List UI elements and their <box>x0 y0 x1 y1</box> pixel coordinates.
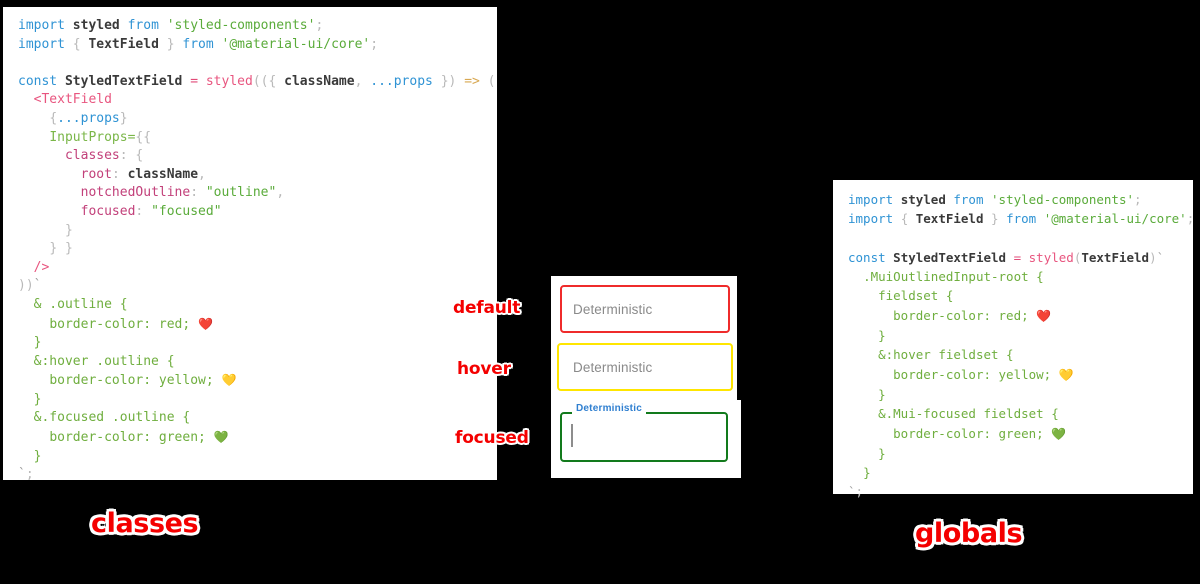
code-line: InputProps={{ <box>49 129 152 145</box>
code-line: } <box>878 445 886 461</box>
code-line: focused: "focused" <box>80 203 222 219</box>
globals-code-panel: import styled from 'styled-components'; i… <box>833 180 1194 499</box>
code-line: import styled from 'styled-components'; <box>848 192 1142 207</box>
textfield-default[interactable] <box>560 285 730 333</box>
code-line: } } <box>49 241 73 257</box>
code-line: const StyledTextField = styled(TextField… <box>848 249 1165 265</box>
code-line: fieldset { <box>878 288 954 304</box>
code-line: &.Mui-focused fieldset { <box>878 406 1059 422</box>
annotation-focused: focused <box>455 428 529 448</box>
textfield-focused-legend: Deterministic <box>572 404 646 414</box>
code-line: } <box>64 222 73 238</box>
globals-code-block: import styled from 'styled-components'; i… <box>848 190 1194 502</box>
code-line: /> <box>33 259 50 275</box>
classes-code-block: import styled from 'styled-components'; i… <box>18 17 496 485</box>
annotation-hover: hover <box>457 359 511 379</box>
textfield-focused[interactable] <box>560 412 728 462</box>
annotation-default: default <box>453 298 521 318</box>
code-line: border-color: red; ❤️ <box>49 316 213 332</box>
code-line: border-color: yellow; 💛 <box>49 373 237 389</box>
code-line: notchedOutline: "outline", <box>80 185 285 201</box>
code-line: border-color: yellow; 💛 <box>893 366 1074 382</box>
code-line: border-color: green; 💚 <box>893 425 1067 441</box>
code-line: root: className, <box>80 166 206 182</box>
code-line: } <box>863 465 871 481</box>
code-line: &:hover fieldset { <box>878 347 1014 363</box>
code-line: } <box>878 386 886 402</box>
code-line: {...props} <box>49 110 128 126</box>
code-line <box>18 54 496 73</box>
code-line: border-color: red; ❤️ <box>893 307 1052 323</box>
code-line: const StyledTextField = styled(({ classN… <box>18 73 496 89</box>
code-line: ))` <box>18 278 42 294</box>
code-line: classes: { <box>64 148 144 164</box>
code-line: import styled from 'styled-components'; <box>18 18 324 33</box>
code-line: <TextField <box>33 92 112 108</box>
caption-globals: globals <box>915 518 1023 549</box>
textfield-hover[interactable] <box>557 343 733 391</box>
textfield-hover-label: Deterministic <box>573 360 653 375</box>
code-line: border-color: green; 💚 <box>49 430 229 446</box>
code-line: } <box>33 448 42 464</box>
textfield-default-label: Deterministic <box>573 302 653 317</box>
code-line: } <box>878 328 886 344</box>
code-line <box>848 229 1194 248</box>
code-line: } <box>33 391 42 407</box>
code-line: `; <box>18 467 34 483</box>
code-line: } <box>33 335 42 351</box>
code-line: import { TextField } from '@material-ui/… <box>18 36 379 52</box>
code-line: &.focused .outline { <box>33 410 191 426</box>
text-caret <box>571 424 573 447</box>
caption-classes: classes <box>91 508 199 539</box>
code-line: .MuiOutlinedInput-root { <box>863 269 1044 285</box>
code-line: import { TextField } from '@material-ui/… <box>848 211 1195 227</box>
code-line: & .outline { <box>33 296 128 312</box>
code-line: &:hover .outline { <box>33 353 175 369</box>
classes-code-panel: import styled from 'styled-components'; i… <box>3 7 497 482</box>
code-line: `; <box>848 484 864 500</box>
